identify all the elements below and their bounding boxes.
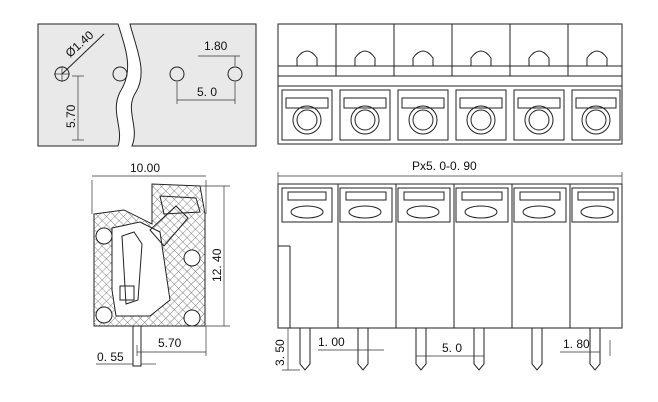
side-view bbox=[91, 175, 230, 367]
top-view bbox=[277, 23, 623, 145]
front-view bbox=[277, 172, 623, 371]
front-length-label: Px5. 0-0. 90 bbox=[412, 159, 477, 173]
pole-6 bbox=[571, 50, 621, 141]
pin-width-label: 1. 00 bbox=[318, 335, 345, 349]
pole-5 bbox=[513, 24, 569, 141]
pole-2 bbox=[339, 24, 395, 141]
pole-1 bbox=[281, 24, 337, 141]
pole-4 bbox=[455, 24, 511, 141]
side-height-label: 12. 40 bbox=[210, 248, 224, 282]
pin-thickness-label: 0. 55 bbox=[97, 350, 124, 364]
front-pitch-label: 5. 0 bbox=[442, 341, 462, 355]
front-pole-5 bbox=[513, 184, 571, 371]
row-offset-label: 1.80 bbox=[204, 39, 228, 53]
front-pole-3 bbox=[397, 184, 455, 371]
vertical-offset-label: 5.70 bbox=[64, 104, 78, 128]
hole-pitch-label: 5. 0 bbox=[197, 85, 217, 99]
pin-length-label: 3. 50 bbox=[273, 339, 287, 366]
pcb-hole-detail bbox=[37, 23, 257, 147]
pin-offset-label: 5.70 bbox=[158, 336, 182, 350]
pole-3 bbox=[397, 24, 453, 141]
front-pole-4 bbox=[455, 184, 513, 371]
front-pole-2 bbox=[339, 184, 397, 371]
front-pole-1 bbox=[281, 184, 339, 371]
side-width-label: 10.00 bbox=[130, 161, 160, 175]
pin-spacing-label: 1. 80 bbox=[563, 337, 590, 351]
